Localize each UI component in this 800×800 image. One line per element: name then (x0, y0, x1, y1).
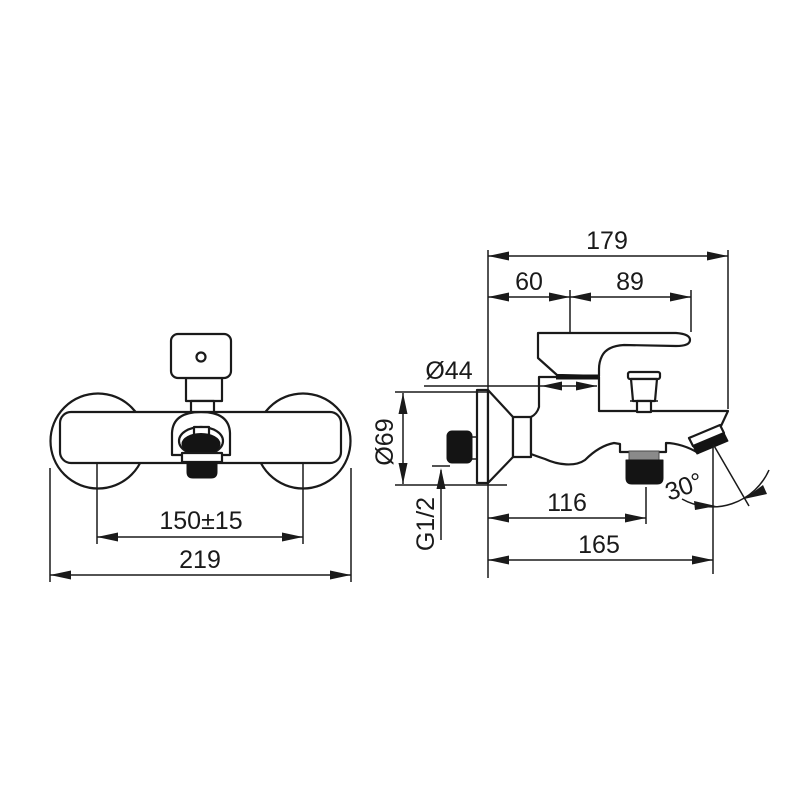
dim-label-escutcheon-diameter: Ø69 (371, 418, 399, 465)
dim-cartridge-diameter: Ø44 (424, 357, 597, 391)
dim-total-depth: 179 (488, 227, 728, 261)
dim-center-distance: 150±15 (96, 464, 304, 544)
front-aerator (186, 461, 218, 479)
dim-escutcheon-diameter: Ø69 (371, 391, 507, 486)
side-lever-handle (536, 331, 692, 378)
dim-cartridge-to-lever-tip: 89 (570, 268, 691, 302)
dim-spout-reach: 165 (488, 531, 713, 565)
side-escutcheon-neck (511, 415, 533, 459)
side-inlet-clip (472, 436, 478, 460)
side-view: 179 60 89 Ø44 Ø69 (371, 227, 770, 578)
side-diverter-body (629, 377, 659, 403)
dim-label-center-distance: 150±15 (159, 507, 242, 535)
front-diverter-knob (181, 433, 221, 455)
dim-label-total-depth: 179 (586, 227, 628, 255)
front-handle-neck (189, 399, 216, 414)
dim-label-cartridge-diameter: Ø44 (425, 357, 472, 385)
dim-spout-angle: 30° (661, 443, 770, 510)
dim-label-wall-to-cartridge: 60 (515, 268, 543, 296)
front-handle-stem (184, 376, 224, 403)
dim-connection-thread: G1/2 (412, 465, 450, 551)
dim-wall-to-cartridge: 60 (488, 268, 570, 302)
dim-label-spout-reach: 165 (578, 531, 620, 559)
dim-wall-to-outlet: 116 (488, 489, 646, 523)
side-wall-plate (475, 388, 490, 485)
front-spout-block (180, 451, 224, 464)
dim-overall-width: 219 (49, 468, 352, 582)
front-view: 150±15 219 (49, 332, 352, 582)
side-diverter-stem (635, 399, 653, 414)
dim-label-connection-thread: G1/2 (412, 497, 440, 551)
dim-label-overall-width: 219 (179, 546, 221, 574)
side-escutcheon-cone (486, 388, 515, 485)
side-body-spout (529, 375, 730, 466)
dim-label-wall-to-outlet: 116 (547, 489, 587, 517)
side-inlet-nut (446, 430, 473, 464)
extension-lines (487, 250, 729, 578)
side-spout-aerator (692, 432, 729, 455)
side-shower-outlet (625, 459, 664, 485)
side-outlet-gasket (628, 450, 660, 461)
dim-label-cartridge-to-lever-tip: 89 (616, 268, 644, 296)
dim-label-spout-angle: 30° (661, 467, 706, 506)
front-handle-hole (195, 351, 207, 363)
